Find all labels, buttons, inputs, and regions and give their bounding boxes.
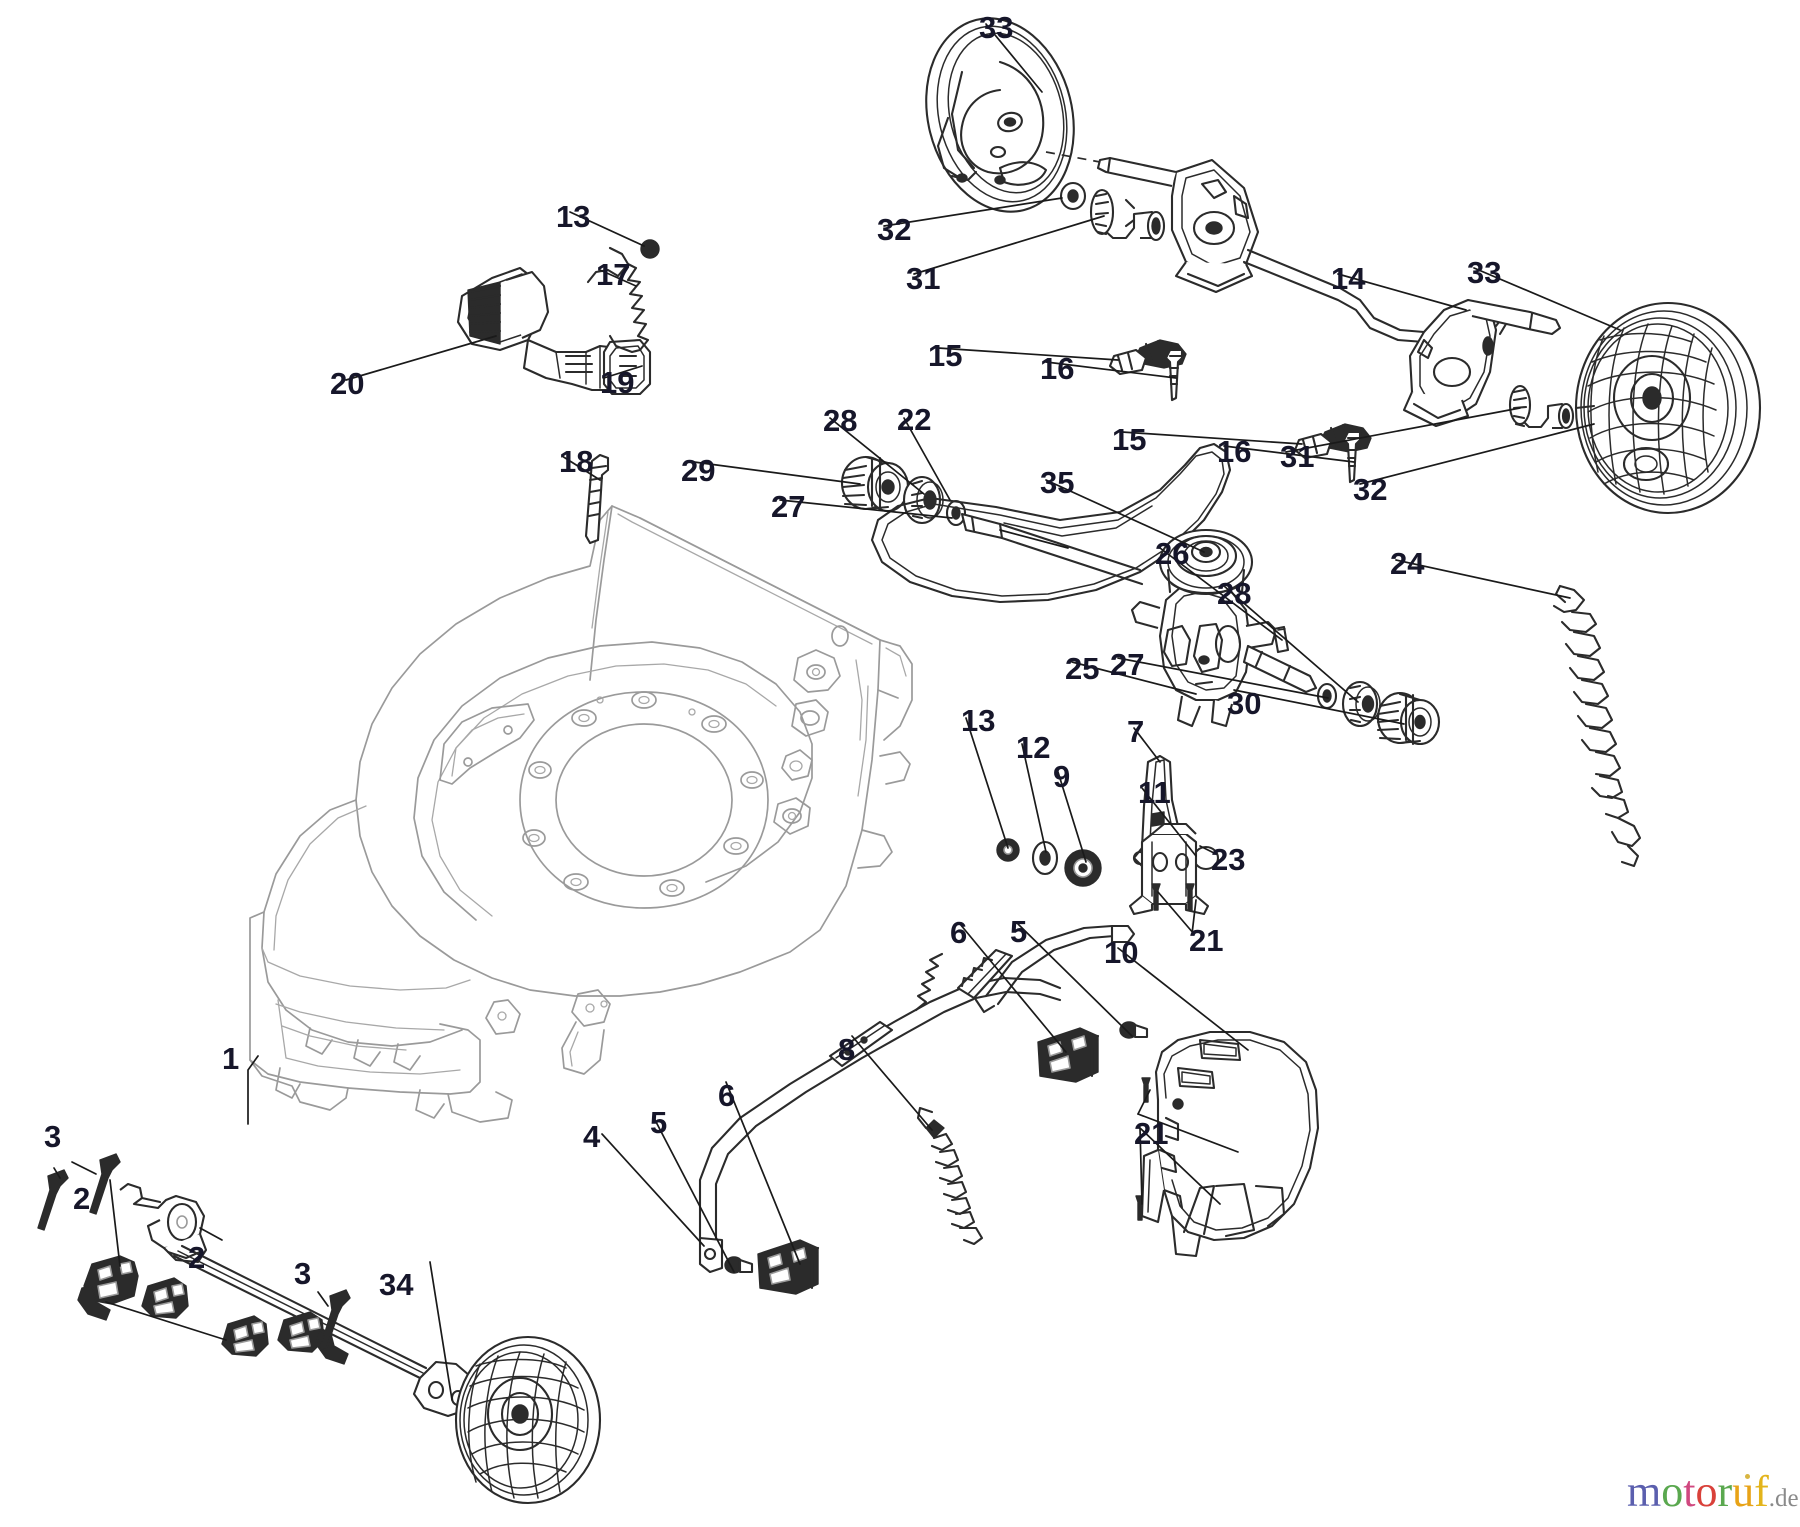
- callout-label-12: 12: [1016, 730, 1051, 765]
- callout-label-8: 8: [838, 1032, 856, 1067]
- part-13-nut-lower: [996, 838, 1020, 862]
- watermark-letter-o2: o: [1695, 1467, 1718, 1516]
- mower-deck-body: [249, 505, 913, 1123]
- callout-label-24: 24: [1390, 546, 1425, 581]
- callout-label-19: 19: [600, 365, 635, 400]
- part-23-support-bracket: [1128, 822, 1210, 916]
- callout-label-26: 26: [1155, 536, 1190, 571]
- part-6-handle-clamp-lower: [757, 1239, 820, 1295]
- part-14-adjuster-arm-right: [1402, 298, 1562, 428]
- part-31-hub-upper: [1089, 188, 1166, 242]
- part-6-handle-clamp-upper: [1037, 1027, 1100, 1083]
- callout-label-15: 15: [928, 338, 963, 373]
- handle-bar-assembly: [698, 924, 1136, 1274]
- part-24-tension-spring: [1552, 584, 1642, 868]
- callout-label-27b: 27: [1110, 647, 1145, 682]
- callout-label-3b: 3: [294, 1256, 312, 1291]
- part-34-front-wheel: [454, 1335, 602, 1505]
- part-5-pin-upper: [1119, 1021, 1149, 1039]
- part-33-rear-wheel-upper: [925, 17, 1075, 213]
- part-3-screw-right: [319, 1289, 351, 1351]
- part-35-pulley: [1158, 528, 1254, 596]
- watermark-dot: [1745, 1474, 1750, 1479]
- part-20-lever-grip: [456, 266, 652, 396]
- callout-label-1: 1: [222, 1041, 240, 1076]
- part-21-screws-upper: [1151, 883, 1195, 911]
- part-32-washer-upper: [1059, 181, 1087, 211]
- callout-label-2b: 2: [188, 1240, 206, 1275]
- callout-label-21b: 21: [1134, 1116, 1169, 1151]
- part-33-rear-wheel-right: [1574, 301, 1762, 515]
- gearbox-left-shaft: [960, 512, 1144, 586]
- part-30-pinion-gear-right: [1376, 691, 1441, 746]
- watermark-letter-r: r: [1717, 1467, 1733, 1516]
- part-3-screw-left: [37, 1153, 121, 1231]
- watermark-letter-f: f: [1754, 1467, 1769, 1516]
- part-5-pin-lower: [724, 1256, 754, 1274]
- callout-label-30: 30: [1227, 686, 1262, 721]
- callout-label-13: 13: [961, 703, 996, 738]
- callout-label-33: 33: [979, 10, 1014, 45]
- upper-wheel-bracket-left: [1045, 151, 1426, 344]
- watermark-letter-o1: o: [1661, 1467, 1684, 1516]
- callout-label-18: 18: [559, 444, 594, 479]
- part-16-screw-upper: [1164, 348, 1184, 402]
- callout-label-14: 14: [1331, 261, 1366, 296]
- callout-label-33b: 33: [1467, 255, 1502, 290]
- callout-label-15b: 15: [1112, 422, 1147, 457]
- callout-label-6b: 6: [950, 915, 968, 950]
- callout-label-23: 23: [1211, 842, 1246, 877]
- callout-label-3: 3: [44, 1119, 62, 1154]
- callout-label-4: 4: [583, 1119, 601, 1154]
- callout-label-16: 16: [1040, 351, 1075, 386]
- callout-label-7: 7: [1127, 714, 1145, 749]
- part-10-belt-cover: [1140, 1030, 1320, 1258]
- callout-label-10: 10: [1104, 935, 1139, 970]
- part-8-tension-spring-handle: [916, 1106, 984, 1246]
- callout-label-9: 9: [1053, 759, 1071, 794]
- callout-label-16b: 16: [1217, 434, 1252, 469]
- part-9-bushing: [1064, 849, 1102, 887]
- watermark-letter-m: m: [1627, 1467, 1662, 1516]
- callout-label-2: 2: [73, 1181, 91, 1216]
- callout-label-34: 34: [379, 1267, 414, 1302]
- callout-label-20: 20: [330, 366, 365, 401]
- watermark-logo: motoruf.de: [1627, 1470, 1799, 1514]
- callout-label-5b: 5: [1010, 914, 1028, 949]
- callout-label-28b: 28: [1217, 576, 1252, 611]
- part-22-drive-belt: [870, 442, 1232, 604]
- part-2-axle-clamp-left: [77, 1255, 139, 1321]
- callout-label-27: 27: [771, 489, 806, 524]
- watermark-suffix: .de: [1768, 1485, 1799, 1512]
- part-12-washer: [1031, 840, 1059, 876]
- callout-label-31b: 31: [1280, 439, 1315, 474]
- callout-label-32: 32: [877, 212, 912, 247]
- callout-label-17: 17: [596, 257, 631, 292]
- callout-label-11: 11: [1138, 775, 1171, 810]
- part-2-axle-clamp-left-2: [141, 1277, 189, 1319]
- part-28-bearing-right: [1341, 680, 1381, 728]
- leader-lines: [53, 23, 1621, 1401]
- callout-label-29: 29: [681, 453, 716, 488]
- callout-label-35: 35: [1040, 465, 1075, 500]
- callout-label-32b: 32: [1353, 472, 1388, 507]
- callout-label-31: 31: [906, 261, 941, 296]
- part-2-axle-clamp-right-1: [221, 1315, 269, 1357]
- part-31-hub-lower: [1508, 384, 1575, 430]
- part-29-pinion-gear-left: [840, 455, 910, 513]
- callout-label-28: 28: [823, 403, 858, 438]
- callout-label-6: 6: [718, 1078, 736, 1113]
- watermark-letter-u: u: [1732, 1467, 1755, 1516]
- deck-bolt-holes: [522, 691, 764, 897]
- part-18-bolt-long: [584, 453, 610, 545]
- callout-label-13b: 13: [556, 199, 591, 234]
- part-13-nut-upper: [640, 239, 660, 259]
- gearbox-right-shaft: [1242, 644, 1318, 694]
- callout-label-21: 21: [1189, 923, 1224, 958]
- callout-label-25: 25: [1065, 651, 1100, 686]
- callout-label-22: 22: [897, 402, 932, 437]
- callout-label-5: 5: [650, 1105, 668, 1140]
- watermark-letter-t: t: [1683, 1467, 1696, 1516]
